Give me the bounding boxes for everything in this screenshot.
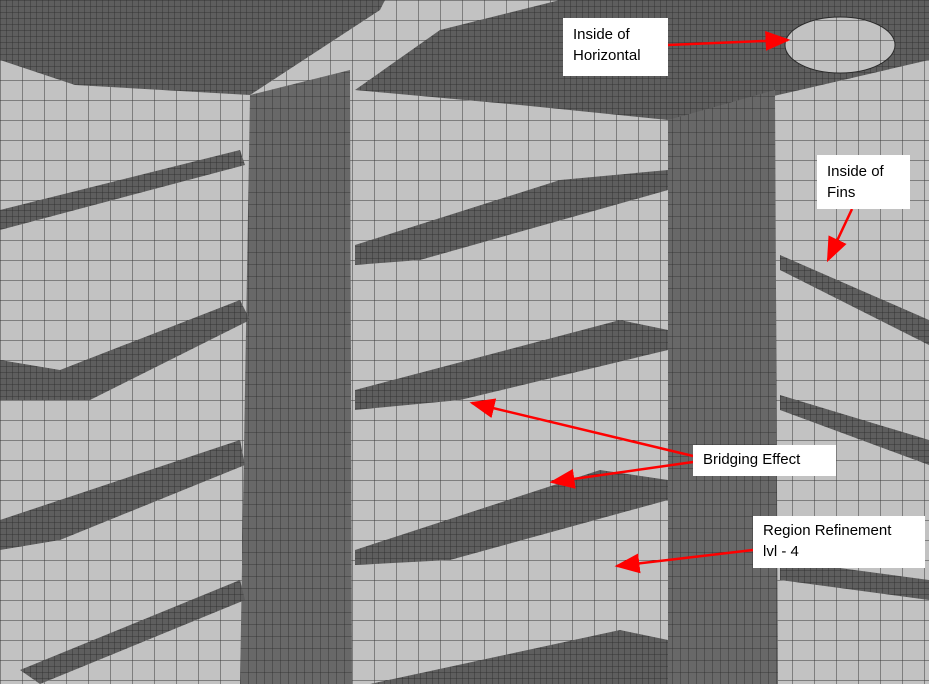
- label-region-refinement: Region Refinement lvl - 4: [753, 516, 925, 568]
- label-line: Fins: [827, 184, 856, 201]
- top-face-left: [0, 0, 385, 95]
- label-inside-of-fins: Inside of Fins: [817, 155, 910, 209]
- label-line: Inside of: [573, 26, 630, 43]
- label-line: Bridging Effect: [703, 451, 801, 468]
- horizontal-opening: [784, 16, 896, 74]
- label-line: lvl - 4: [763, 543, 799, 560]
- label-line: Region Refinement: [763, 522, 892, 539]
- column-middle: [668, 90, 778, 684]
- label-line: Horizontal: [573, 47, 641, 64]
- column-left: [240, 70, 352, 684]
- label-line: Inside of: [827, 163, 884, 180]
- label-bridging-effect: Bridging Effect: [693, 445, 836, 476]
- label-inside-of-horizontal: Inside of Horizontal: [563, 18, 668, 76]
- fins: [0, 150, 929, 684]
